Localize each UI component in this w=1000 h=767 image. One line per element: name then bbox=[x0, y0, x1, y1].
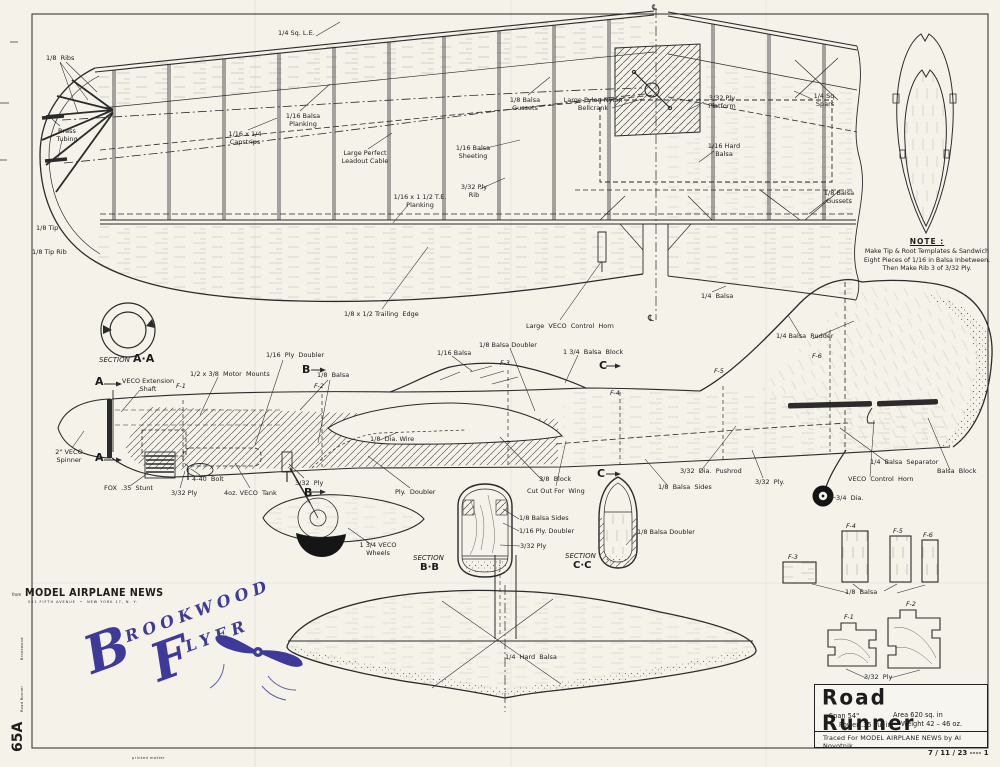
sheet-number: 65A bbox=[10, 721, 26, 752]
fuselage-side-view bbox=[57, 279, 993, 557]
spec-weight: Weight 42 – 46 oz. bbox=[901, 720, 963, 728]
printed-matter-note: printed matter bbox=[132, 756, 166, 760]
title-block: Road Runner Span 54" Area 620 sq. in Pow… bbox=[814, 684, 988, 750]
spec-span: Span 54" bbox=[829, 712, 860, 720]
wing-plan bbox=[39, 8, 863, 321]
section-bb-drawing bbox=[457, 483, 521, 578]
margin-word-road-runner: Road Runner bbox=[20, 685, 24, 712]
note-heading: NOTE : bbox=[909, 237, 945, 246]
title-block-rule bbox=[815, 731, 987, 732]
stab-plan bbox=[286, 555, 757, 712]
credit-line: Traced For MODEL AIRPLANE NEWS by Al Nov… bbox=[823, 734, 962, 750]
propeller-icon bbox=[209, 635, 303, 701]
tip-template bbox=[892, 33, 957, 235]
spec-area: Area 620 sq. in bbox=[893, 711, 943, 719]
registration-ticks bbox=[0, 41, 18, 161]
publisher-name: MODEL AIRPLANE NEWS bbox=[25, 586, 164, 599]
date-code: 7 / 11 / 23 ---- 1 bbox=[928, 749, 989, 757]
note-block: NOTE : Make Tip & Root Templates & Sandw… bbox=[856, 237, 998, 274]
section-aa-drawing bbox=[100, 302, 156, 358]
former-patterns bbox=[782, 530, 941, 679]
section-cc-drawing bbox=[598, 476, 638, 569]
spec-power: Power .35 cu. in. bbox=[839, 721, 894, 729]
publisher-address: 551 FIFTH AVENUE • NEW YORK 17, N. Y. bbox=[28, 600, 139, 604]
margin-word-brookwood: Brookwood bbox=[20, 637, 24, 660]
note-body: Make Tip & Root Templates & Sandwich Eig… bbox=[863, 248, 991, 272]
publisher-from: from bbox=[12, 592, 22, 597]
